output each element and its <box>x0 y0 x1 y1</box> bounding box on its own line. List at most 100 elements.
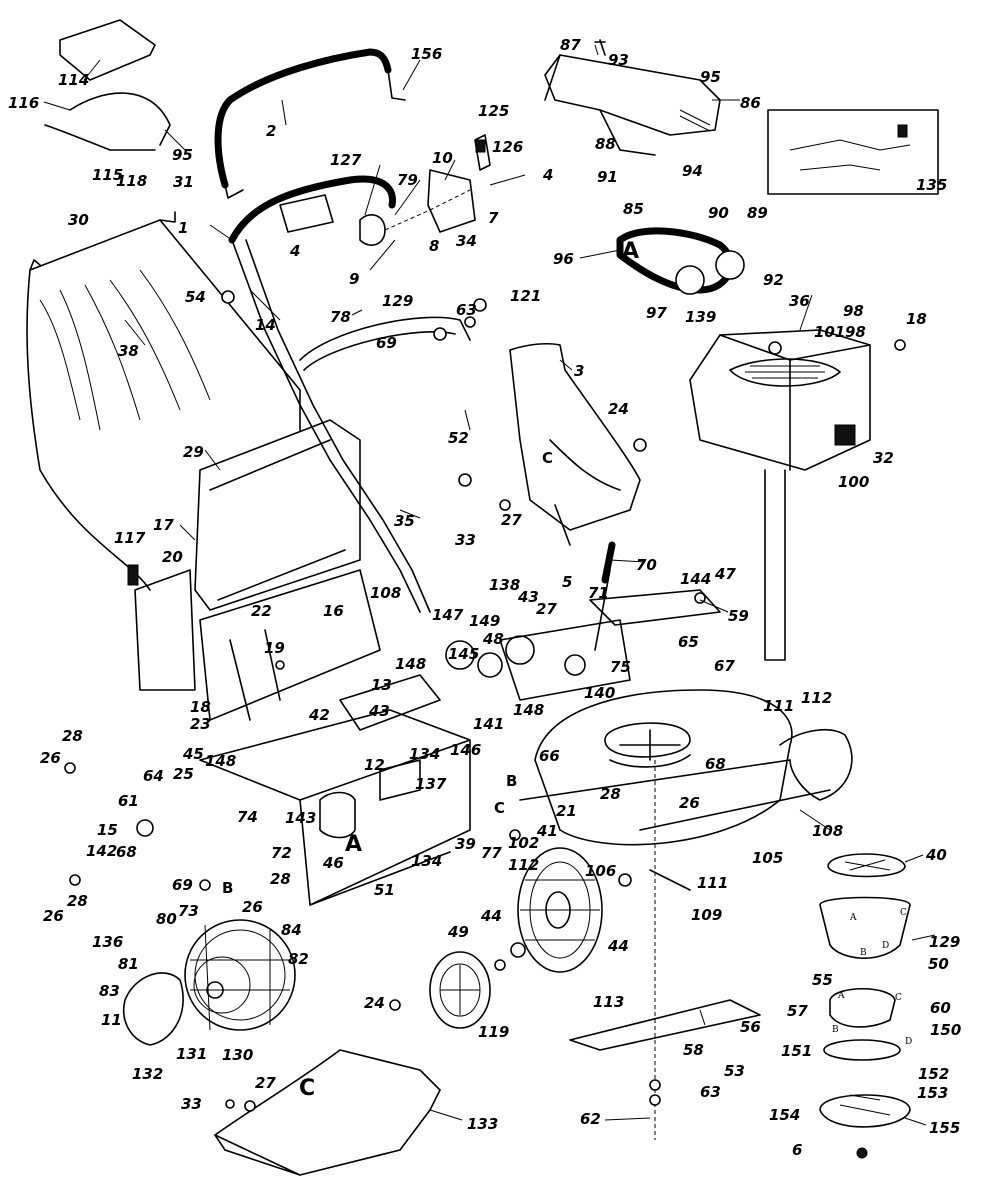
callout-149: 149 <box>469 612 500 630</box>
adapter-letter-b: B <box>860 948 867 958</box>
callout-6: 6 <box>792 1141 802 1159</box>
callout-1: 1 <box>178 219 188 237</box>
callout-61: 61 <box>118 792 139 810</box>
callout-116: 116 <box>8 94 39 112</box>
callout-148c: 148 <box>205 752 236 770</box>
callout-3: 3 <box>574 362 584 380</box>
callout-115: 115 <box>92 166 123 184</box>
belt-cover <box>544 54 721 156</box>
callout-70: 70 <box>636 556 657 574</box>
callout-88: 88 <box>595 135 616 153</box>
callout-28b: 28 <box>600 785 621 803</box>
callout-17: 17 <box>153 516 174 534</box>
callout-145: 145 <box>448 645 479 663</box>
callout-85: 85 <box>623 200 644 218</box>
belt-letter-a: A <box>622 239 639 264</box>
chute-door <box>44 19 171 151</box>
callout-numbers: 2 156 114 116 95 115 118 31 125 126 10 1… <box>8 36 961 1159</box>
callout-90: 90 <box>708 204 729 222</box>
callout-91: 91 <box>597 168 618 186</box>
callout-12: 12 <box>364 756 385 774</box>
callout-44a: 44 <box>480 907 502 925</box>
deflector-letter-c: C <box>299 1076 315 1101</box>
callout-108a: 108 <box>370 584 401 602</box>
callout-105: 105 <box>752 849 783 867</box>
callout-148b: 148 <box>513 701 544 719</box>
callout-80: 80 <box>156 910 177 928</box>
callout-140: 140 <box>584 684 615 702</box>
callout-26b: 26 <box>679 794 700 812</box>
hubcap <box>429 951 491 1029</box>
front-wheel <box>517 847 603 973</box>
callout-36: 36 <box>789 292 810 310</box>
callout-74: 74 <box>237 808 258 826</box>
rear-deflector-133: C <box>214 1049 441 1176</box>
blade-adapter-stack: A C D B A C B D <box>819 853 912 1159</box>
inset-box <box>767 109 939 195</box>
callout-102: 102 <box>508 834 539 852</box>
callout-108b: 108 <box>812 822 843 840</box>
callout-14: 14 <box>255 316 276 334</box>
leader-lines <box>43 44 936 1126</box>
callout-46: 46 <box>322 854 344 872</box>
callout-65: 65 <box>678 633 699 651</box>
callout-4a: 4 <box>542 166 553 184</box>
callout-73: 73 <box>178 902 199 920</box>
clutch-letter-b: B <box>832 1025 839 1035</box>
callout-118: 118 <box>116 172 147 190</box>
callout-111b: 111 <box>697 874 728 892</box>
callout-130: 130 <box>222 1046 253 1064</box>
callout-20: 20 <box>162 548 183 566</box>
callout-106: 106 <box>585 862 616 880</box>
callout-28a: 28 <box>62 727 83 745</box>
callout-141: 141 <box>473 715 504 733</box>
callout-131: 131 <box>176 1045 207 1063</box>
deck-letter-b: B <box>506 772 517 790</box>
callout-117: 117 <box>114 529 146 547</box>
callout-86: 86 <box>740 94 761 112</box>
callout-64: 64 <box>143 767 164 785</box>
callout-127: 127 <box>330 151 362 169</box>
callout-25: 25 <box>173 765 194 783</box>
callout-113: 113 <box>593 993 624 1011</box>
callout-129a: 129 <box>382 292 413 310</box>
callout-69a: 69 <box>376 334 397 352</box>
adapter-letter-a: A <box>849 913 857 923</box>
grass-catcher-bag <box>26 211 361 691</box>
callout-82: 82 <box>288 950 309 968</box>
callout-43a: 43 <box>517 588 539 606</box>
callout-56: 56 <box>740 1018 761 1036</box>
callout-27a: 27 <box>501 511 522 529</box>
callout-42: 42 <box>308 706 330 724</box>
callout-63a: 63 <box>456 301 477 319</box>
callout-18b: 18 <box>190 698 211 716</box>
callout-156: 156 <box>411 45 442 63</box>
callout-66: 66 <box>539 747 560 765</box>
engine <box>689 329 871 661</box>
callout-148a: 148 <box>395 655 426 673</box>
drive-belt: A <box>616 227 745 295</box>
callout-62: 62 <box>580 1110 601 1128</box>
callout-72: 72 <box>271 844 292 862</box>
lower-handle <box>228 175 471 613</box>
mower-deck <box>519 689 853 846</box>
callout-2: 2 <box>266 122 276 140</box>
callout-38: 38 <box>118 342 139 360</box>
callout-71: 71 <box>588 584 609 602</box>
callout-68b: 68 <box>116 843 137 861</box>
control-panel <box>279 134 491 246</box>
callout-15: 15 <box>97 821 118 839</box>
callout-54: 54 <box>185 288 206 306</box>
callout-35: 35 <box>394 512 415 530</box>
callout-21: 21 <box>556 802 577 820</box>
callout-150: 150 <box>930 1021 961 1039</box>
callout-4b: 4 <box>289 242 300 260</box>
rear-axle-assembly <box>199 619 631 906</box>
callout-112b: 112 <box>508 856 539 874</box>
callout-47: 47 <box>714 565 736 583</box>
callout-146: 146 <box>450 741 481 759</box>
clutch-letter-a: A <box>837 991 845 1001</box>
callout-83: 83 <box>99 982 120 1000</box>
callout-133: 133 <box>467 1115 498 1133</box>
